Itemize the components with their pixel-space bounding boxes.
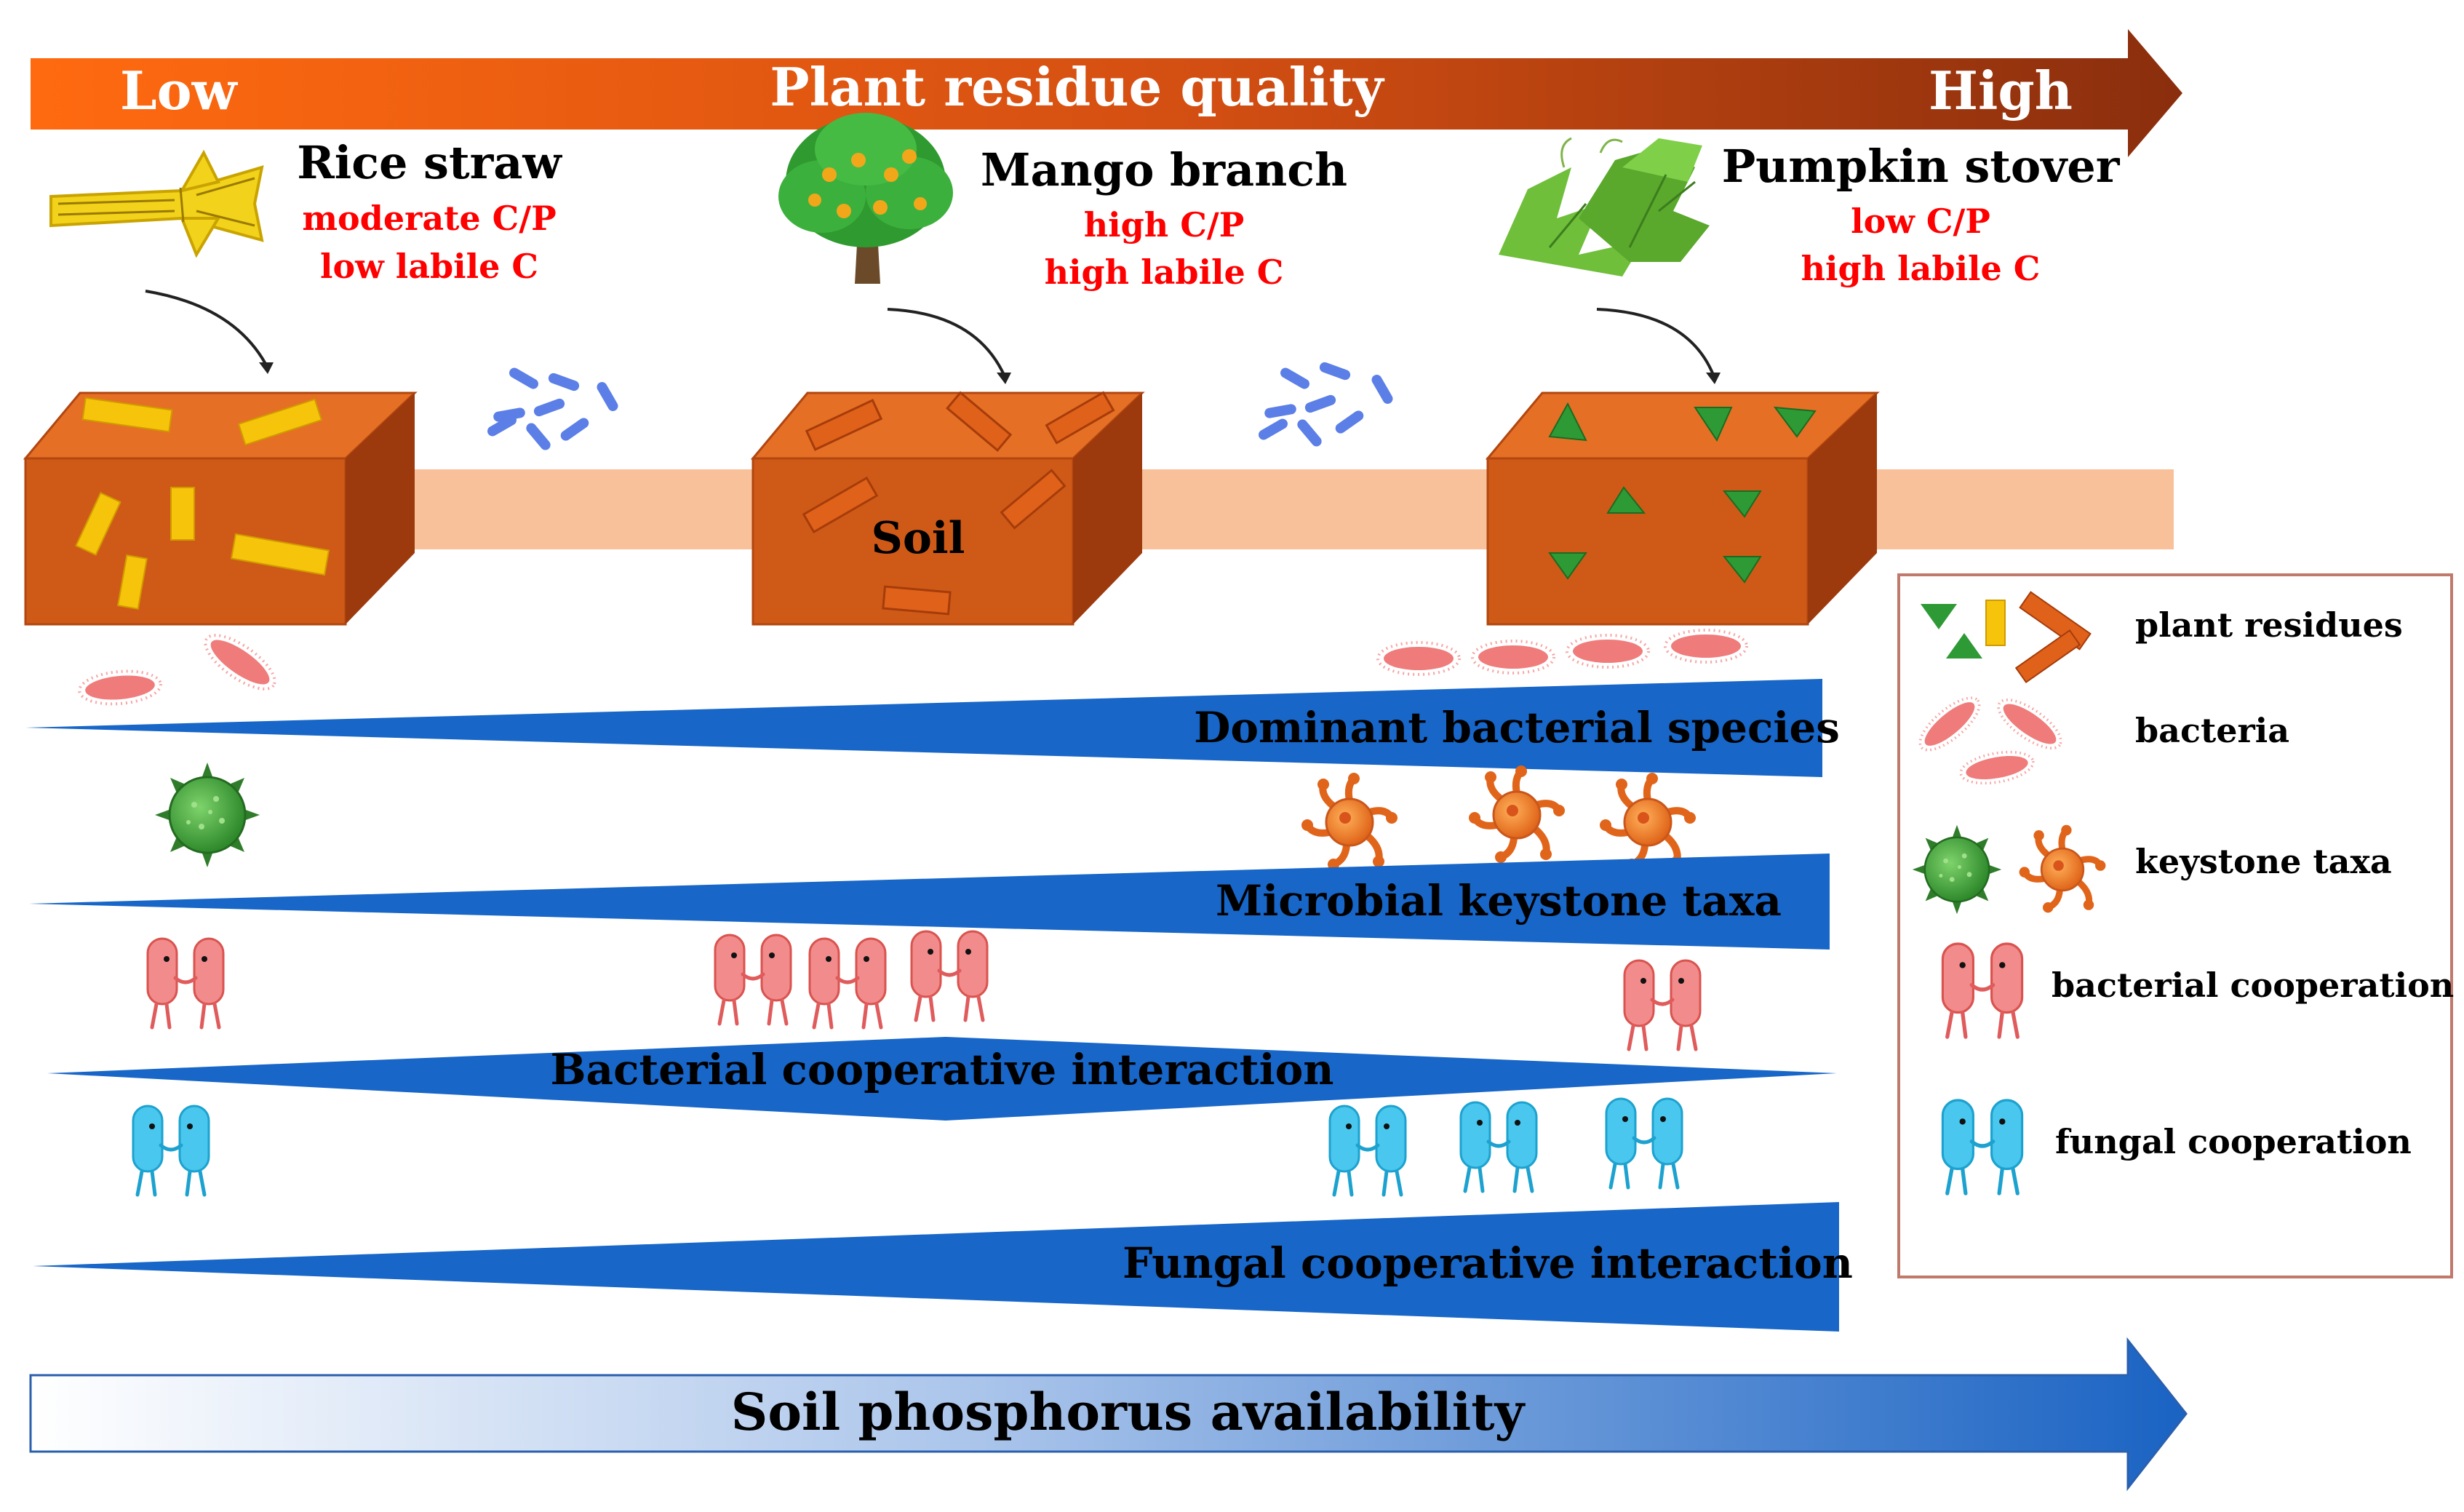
straw-icon xyxy=(49,149,264,258)
input-arrows xyxy=(145,290,1715,375)
fungal-coop-wedge: Fungal cooperative interaction xyxy=(33,1202,1853,1332)
low-label: Low xyxy=(120,60,239,122)
mango-branch-cp: high C/P xyxy=(1084,205,1245,244)
pumpkin-stover-cp: low C/P xyxy=(1851,202,1990,241)
plant-quality-title: Plant residue quality xyxy=(770,56,1384,118)
soil-block-rice xyxy=(23,391,418,626)
legend-bacteria-label: bacteria xyxy=(2135,711,2289,750)
legend-residue-icon xyxy=(1921,591,2092,684)
legend-keystone-label: keystone taxa xyxy=(2135,842,2392,881)
rice-straw-cp: moderate C/P xyxy=(302,199,556,238)
soil-block-pumpkin xyxy=(1485,391,1880,626)
bacterial-pairs xyxy=(148,931,1700,1049)
input-arrowheads xyxy=(259,362,1721,384)
soil-block-mango: Soil xyxy=(750,391,1145,626)
legend-panel: plant residues bacteria keystone taxa ba… xyxy=(1897,573,2454,1278)
plant-quality-arrow: Low Plant residue quality High xyxy=(31,29,2182,157)
dominant-bacteria-wedge: Dominant bacterial species xyxy=(25,679,1840,777)
high-label: High xyxy=(1929,60,2073,122)
rice-straw-labile: low labile C xyxy=(320,247,538,286)
small-microbes-right xyxy=(1256,360,1395,449)
soil-label: Soil xyxy=(872,513,965,564)
bacterial-coop-label: Bacterial cooperative interaction xyxy=(551,1045,1334,1094)
bacterial-coop-wedge: Bacterial cooperative interaction xyxy=(47,1037,1837,1121)
legend-bact-coop-label: bacterial cooperation xyxy=(2052,966,2454,1005)
keystone-taxa-wedge: Microbial keystone taxa xyxy=(29,854,1830,950)
legend-residues-label: plant residues xyxy=(2135,605,2403,645)
fungal-coop-label: Fungal cooperative interaction xyxy=(1123,1238,1853,1288)
legend-fungal-coop-label: fungal cooperation xyxy=(2055,1122,2412,1161)
tree-icon xyxy=(778,113,953,284)
keystone-orange xyxy=(1301,765,1696,870)
phosphorus-label: Soil phosphorus availability xyxy=(731,1382,1526,1442)
pumpkin-stover-labile: high labile C xyxy=(1801,249,2041,288)
leaf-icon xyxy=(1499,137,1710,276)
keystone-green xyxy=(153,761,261,869)
rice-straw-name: Rice straw xyxy=(297,136,562,189)
phosphorus-arrow: Soil phosphorus availability xyxy=(29,1337,2188,1492)
keystone-taxa-label: Microbial keystone taxa xyxy=(1216,876,1782,926)
mango-branch-name: Mango branch xyxy=(981,143,1347,196)
soil-strip xyxy=(320,469,2174,549)
small-microbes-left xyxy=(485,365,621,453)
pumpkin-stover-name: Pumpkin stover xyxy=(1722,140,2121,193)
mango-branch-labile: high labile C xyxy=(1045,252,1284,292)
dominant-bacteria-label: Dominant bacterial species xyxy=(1194,703,1840,752)
